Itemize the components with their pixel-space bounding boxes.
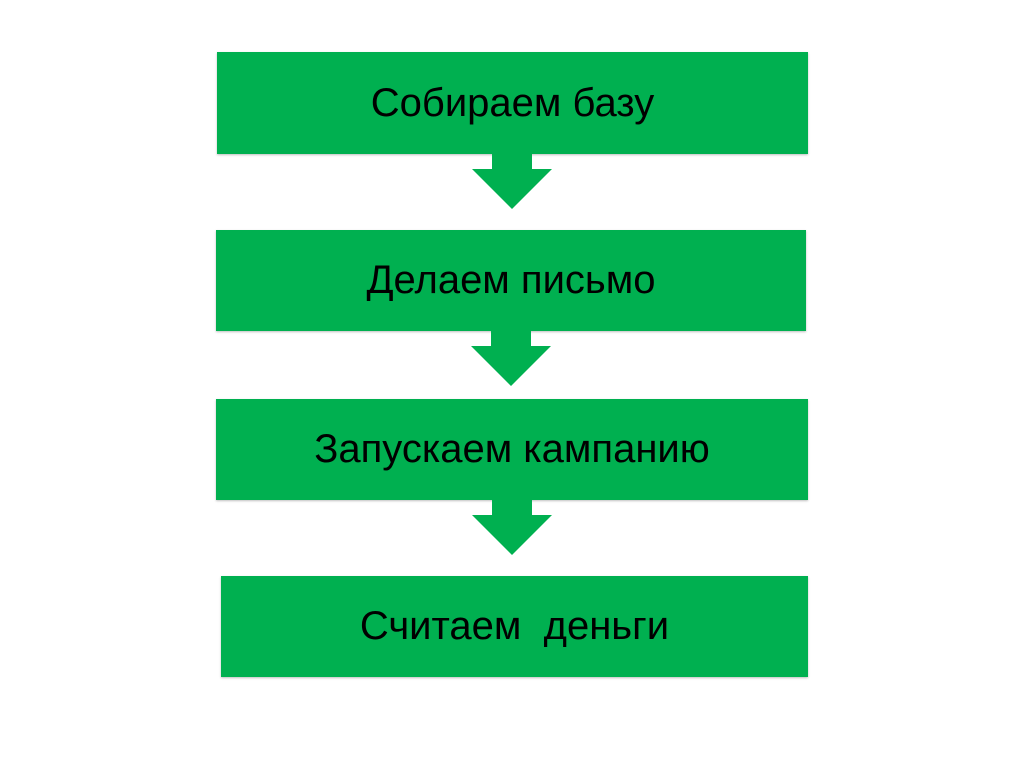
arrow-down-icon-shape xyxy=(472,153,552,209)
arrow-down-icon xyxy=(472,499,552,555)
flow-step-make-letter: Делаем письмо xyxy=(216,230,806,331)
flow-step-label: Считаем деньги xyxy=(359,604,670,648)
flow-step-label: Запускаем кампанию xyxy=(314,427,710,471)
flow-step-count-money: Считаем деньги xyxy=(221,576,808,677)
flow-step-launch-campaign: Запускаем кампанию xyxy=(216,399,808,500)
flow-step-collect-base: Собираем базу xyxy=(217,52,808,154)
arrow-down-icon xyxy=(471,330,551,386)
arrow-down-icon xyxy=(472,153,552,209)
arrow-down-icon-shape xyxy=(471,330,551,386)
flow-step-label: Собираем базу xyxy=(370,80,655,125)
flow-step-label: Делаем письмо xyxy=(366,258,656,302)
arrow-down-icon-shape xyxy=(472,499,552,555)
